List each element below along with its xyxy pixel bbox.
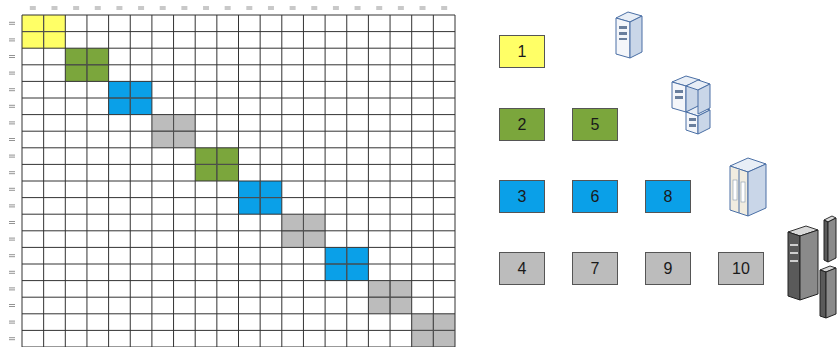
grid-line [325, 264, 368, 265]
axis-tick [9, 255, 15, 257]
axis-tick [9, 39, 15, 41]
axis-tick [9, 305, 15, 307]
group-box: 6 [572, 180, 618, 213]
axis-tick [9, 271, 15, 273]
grid-line [22, 297, 455, 298]
axis-tick [268, 7, 274, 9]
axis-tick [333, 7, 339, 9]
axis-tick [160, 7, 166, 9]
axis-tick [138, 7, 144, 9]
axis-tick [9, 205, 15, 207]
group-number: 6 [591, 189, 600, 205]
axis-tick [181, 7, 187, 9]
group-box: 10 [718, 252, 764, 285]
axis-tick [9, 238, 15, 240]
grid-line [22, 330, 455, 331]
group-number: 7 [591, 261, 600, 277]
matrix-block [368, 281, 411, 314]
axis-tick [203, 7, 209, 9]
axis-tick [9, 89, 15, 91]
axis-tick [116, 7, 122, 9]
matrix-block [282, 214, 325, 247]
group-number: 4 [518, 261, 527, 277]
axis-tick [9, 338, 15, 340]
axis-tick [9, 321, 15, 323]
group-box: 9 [645, 252, 691, 285]
grid-line [412, 330, 455, 331]
axis-tick [9, 139, 15, 141]
axis-tick [30, 7, 36, 9]
axis-tick [9, 105, 15, 107]
group-box: 1 [499, 35, 545, 68]
grid-line [22, 31, 65, 32]
grid-line [455, 15, 456, 347]
axis-tick [9, 56, 15, 58]
grid-line [65, 64, 108, 65]
axis-tick [355, 7, 361, 9]
rack-server-icon [788, 216, 836, 318]
dependency-matrix [22, 15, 455, 347]
grid-line [239, 197, 282, 198]
axis-tick [9, 222, 15, 224]
matrix-block [412, 314, 455, 347]
server-stack-icon [672, 76, 710, 134]
matrix-block [152, 115, 195, 148]
group-number: 8 [664, 189, 673, 205]
group-number: 10 [732, 261, 750, 277]
group-box: 2 [499, 108, 545, 141]
grid-line [433, 15, 434, 347]
axis-tick [225, 7, 231, 9]
axis-tick [441, 7, 447, 9]
grid-line [368, 297, 411, 298]
group-number: 2 [518, 117, 527, 133]
axis-tick [9, 122, 15, 124]
axis-tick [398, 7, 404, 9]
matrix-block [239, 181, 282, 214]
axis-tick [290, 7, 296, 9]
grid-line [109, 98, 152, 99]
axis-tick [9, 288, 15, 290]
axis-tick [376, 7, 382, 9]
axis-tick [9, 72, 15, 74]
axis-tick [51, 7, 57, 9]
matrix-block [22, 15, 65, 48]
axis-tick [95, 7, 101, 9]
group-number: 1 [518, 44, 527, 60]
group-box: 3 [499, 180, 545, 213]
group-number: 9 [664, 261, 673, 277]
server-icon [616, 12, 642, 58]
axis-tick [9, 155, 15, 157]
axis-tick [420, 7, 426, 9]
axis-tick [9, 22, 15, 24]
axis-tick [246, 7, 252, 9]
matrix-block [65, 48, 108, 81]
group-box: 7 [572, 252, 618, 285]
storage-cabinet-icon [730, 158, 766, 216]
axis-tick [311, 7, 317, 9]
axis-ticks [9, 7, 447, 340]
group-box: 5 [572, 108, 618, 141]
group-number: 5 [591, 117, 600, 133]
axis-tick [73, 7, 79, 9]
group-box: 4 [499, 252, 545, 285]
grid-line [152, 131, 195, 132]
matrix-block [195, 148, 238, 181]
axis-tick [9, 172, 15, 174]
group-box: 8 [645, 180, 691, 213]
matrix-block [109, 81, 152, 114]
matrix-block [325, 247, 368, 280]
grid-line [195, 164, 238, 165]
grid-line [282, 230, 325, 231]
group-number: 3 [518, 189, 527, 205]
axis-tick [9, 188, 15, 190]
